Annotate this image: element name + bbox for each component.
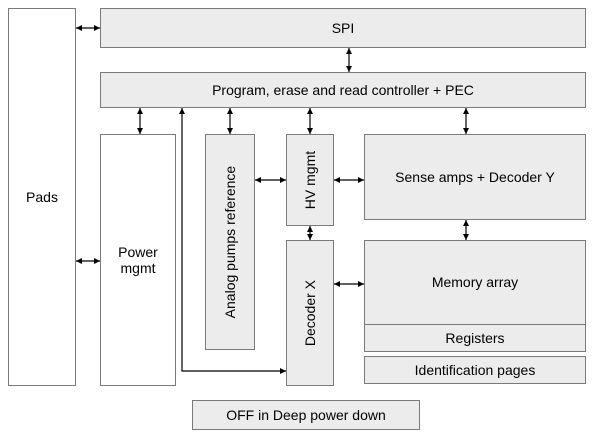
block-decoder-x-label: Decoder X xyxy=(301,279,318,347)
block-pads-label: Pads xyxy=(26,188,58,205)
block-controller-label: Program, erase and read controller + PEC xyxy=(212,81,474,98)
block-analog-pumps-reference-label: Analog pumps reference xyxy=(221,165,238,319)
block-sense-amps-decoder-y: Sense amps + Decoder Y xyxy=(364,134,586,220)
block-memory-array: Memory array xyxy=(364,240,586,325)
block-sense-amps-decoder-y-label: Sense amps + Decoder Y xyxy=(395,168,555,185)
block-memory-array-label: Memory array xyxy=(431,274,519,291)
legend-off-deep-power-down-label: OFF in Deep power down xyxy=(226,406,386,423)
block-power-mgmt-label: Power mgmt xyxy=(118,243,158,276)
block-identification-pages-label: Identification pages xyxy=(414,361,536,378)
block-controller: Program, erase and read controller + PEC xyxy=(100,72,586,108)
block-power-mgmt: Power mgmt xyxy=(100,134,176,386)
block-decoder-x: Decoder X xyxy=(286,240,334,386)
block-spi: SPI xyxy=(100,8,586,48)
block-registers: Registers xyxy=(364,324,586,352)
block-pads: Pads xyxy=(8,8,76,386)
block-identification-pages: Identification pages xyxy=(364,356,586,384)
block-hv-mgmt: HV mgmt xyxy=(286,134,334,226)
legend-off-deep-power-down: OFF in Deep power down xyxy=(192,400,420,430)
block-analog-pumps-reference: Analog pumps reference xyxy=(205,134,255,350)
block-registers-label: Registers xyxy=(445,329,505,346)
block-hv-mgmt-label: HV mgmt xyxy=(301,150,318,210)
block-spi-label: SPI xyxy=(331,19,355,36)
